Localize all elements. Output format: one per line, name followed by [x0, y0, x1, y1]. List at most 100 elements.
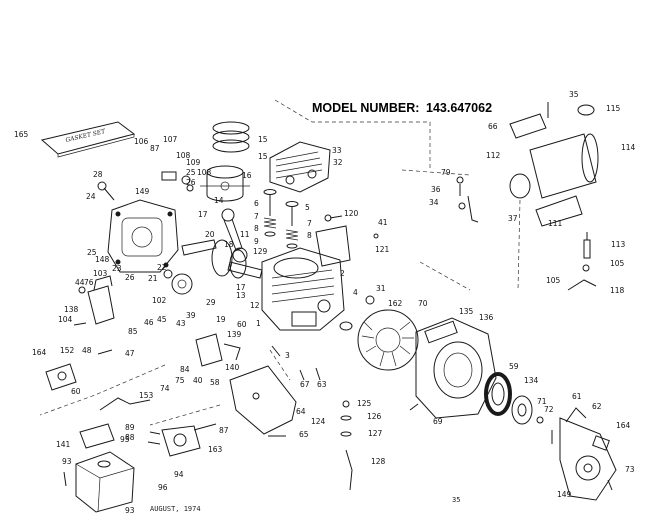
part-number-label: 36 [431, 185, 441, 194]
part-number-label: 69 [433, 417, 443, 426]
timing-gear [163, 269, 193, 295]
part-number-label: 31 [376, 284, 386, 293]
part-number-label: 138 [64, 305, 79, 314]
air-cleaner [78, 275, 115, 325]
part-number-label: 60 [71, 387, 81, 396]
part-number-label: 4 [353, 288, 358, 297]
part-number-label: 135 [459, 307, 474, 316]
part-number-label: 127 [368, 429, 383, 438]
part-number-label: 72 [544, 405, 554, 414]
part-number-label: 87 [219, 426, 229, 435]
part-number-label: 74 [160, 384, 170, 393]
part-number-label: 8 [307, 231, 312, 240]
part-number-label: 66 [488, 122, 498, 131]
part-number-label: 9 [254, 237, 259, 246]
part-number-label: 95 [120, 435, 130, 444]
part-number-label: 149 [135, 187, 150, 196]
part-number-label: 103 [93, 269, 108, 278]
part-number-label: 19 [216, 315, 226, 324]
part-number-label: 126 [367, 412, 382, 421]
part-number-label: 26 [125, 273, 135, 282]
piston-rings [212, 121, 250, 153]
gasket-set-box: GASKET SET [40, 121, 136, 158]
starter-pulley [484, 372, 512, 416]
part-number-label: 109 [186, 158, 201, 167]
part-number-label: 44 [75, 278, 85, 287]
muffler-assembly [509, 102, 599, 227]
piston [200, 165, 250, 202]
part-number-label: 71 [537, 397, 547, 406]
model-number-label: MODEL NUMBER: [312, 101, 419, 115]
part-number-label: 107 [163, 135, 178, 144]
part-number-label: 93 [125, 506, 135, 515]
part-number-label: 32 [333, 158, 343, 167]
part-number-label: 7 [307, 219, 312, 228]
part-number-label: 104 [58, 315, 73, 324]
part-number-label: 115 [606, 104, 621, 113]
ignition-lead [567, 264, 597, 291]
part-number-label: 17 [198, 210, 208, 219]
part-number-label: 152 [60, 346, 75, 355]
part-number-label: 24 [86, 192, 96, 201]
part-number-label: 33 [332, 146, 342, 155]
part-number-label: 76 [84, 278, 94, 287]
part-number-label: 87 [150, 144, 160, 153]
part-number-label: 93 [62, 457, 72, 466]
cylinder-head [269, 141, 331, 193]
part-number-label: 13 [236, 291, 246, 300]
part-number-label: 136 [479, 313, 494, 322]
cylinder-baffle [229, 365, 297, 435]
part-number-label: 164 [32, 348, 47, 357]
part-number-label: 140 [225, 363, 240, 372]
part-number-label: 5 [305, 203, 310, 212]
part-number-label: 35 [569, 90, 579, 99]
flywheel [357, 309, 419, 371]
part-number-label: 20 [205, 230, 215, 239]
part-number-label: 2 [340, 269, 345, 278]
blower-housing [415, 317, 497, 419]
fuel-fittings [456, 176, 479, 223]
part-number-label: 121 [375, 245, 390, 254]
connecting-rod [221, 208, 248, 263]
part-number-label: 59 [509, 362, 519, 371]
part-number-label: 118 [610, 286, 625, 295]
governor-parts [97, 171, 194, 201]
part-number-label: 165 [14, 130, 29, 139]
part-number-label: 43 [176, 319, 186, 328]
part-number-label: 7 [254, 212, 259, 221]
part-number-label: 128 [371, 457, 386, 466]
carburetor [147, 423, 217, 457]
part-number-label: 79 [441, 168, 451, 177]
spark-plug [583, 232, 591, 259]
part-number-label: 29 [206, 298, 216, 307]
footer-page: 35 [452, 496, 460, 504]
breather [339, 295, 375, 331]
part-number-label: 61 [572, 392, 582, 401]
part-number-label: 85 [128, 327, 138, 336]
part-number-label: 18 [224, 240, 234, 249]
part-number-label: 28 [93, 170, 103, 179]
part-number-label: 94 [174, 470, 184, 479]
governor-link-wire [99, 397, 151, 411]
model-number-value: 143.647062 [426, 101, 492, 115]
part-number-label: 23 [112, 264, 122, 273]
part-number-label: 75 [175, 376, 185, 385]
part-number-label: 162 [388, 299, 403, 308]
fuel-line [340, 400, 353, 491]
part-number-label: 46 [144, 318, 154, 327]
part-number-label: 15 [258, 135, 268, 144]
part-number-label: 108 [197, 168, 212, 177]
part-number-label: 15 [258, 152, 268, 161]
part-number-label: 134 [524, 376, 539, 385]
governor-bracket [195, 333, 241, 367]
part-number-label: 8 [254, 224, 259, 233]
starter-cup [511, 395, 544, 425]
part-number-label: 1 [256, 319, 261, 328]
part-number-label: 88 [125, 433, 135, 442]
part-number-label: 105 [610, 259, 625, 268]
part-number-label: 120 [344, 209, 359, 218]
part-number-label: 65 [299, 430, 309, 439]
part-number-label: 58 [210, 378, 220, 387]
